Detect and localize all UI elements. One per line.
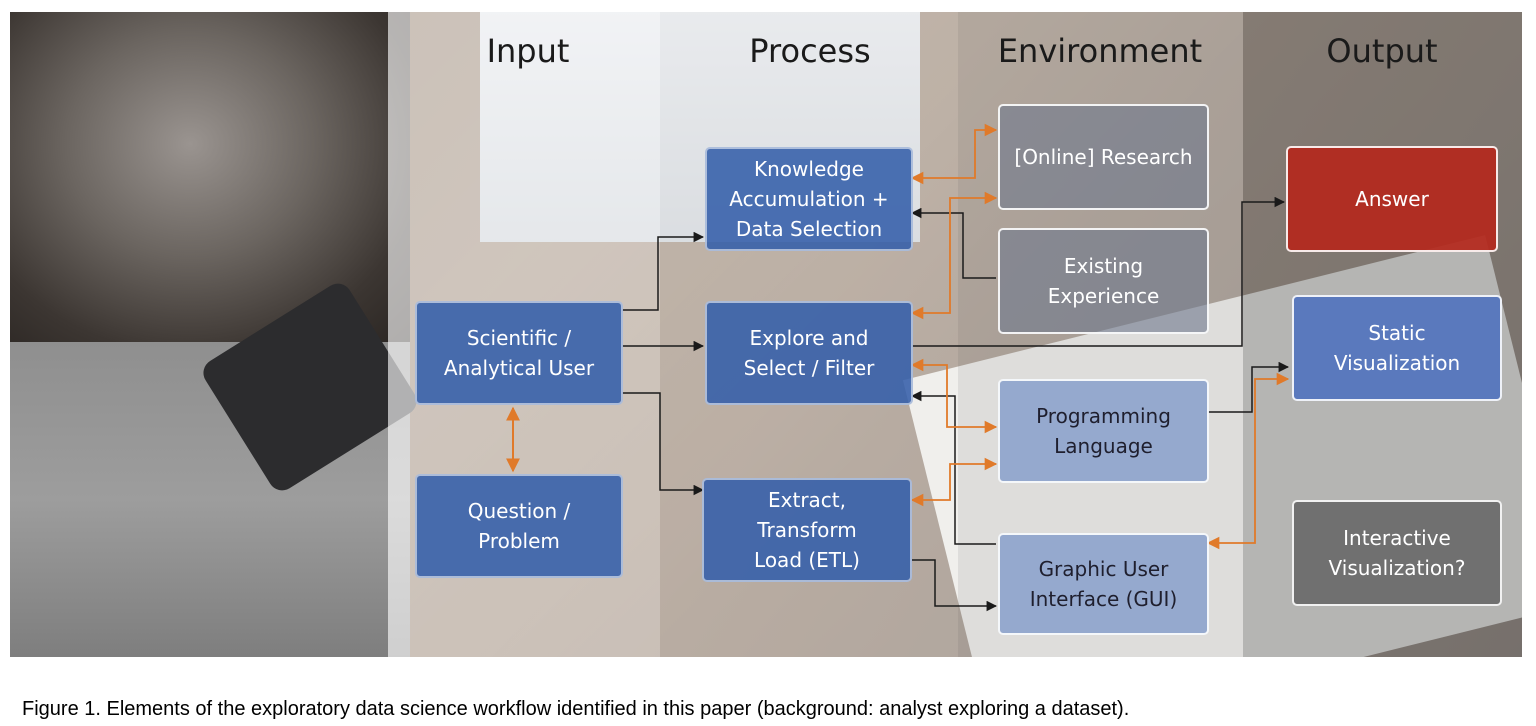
column-title-process: Process [749, 32, 871, 70]
node-etl: Extract, Transform Load (ETL) [702, 478, 912, 582]
edge-user-to-knowledge [622, 231, 705, 311]
edge-explore-research [910, 191, 998, 320]
node-programming-language: Programming Language [998, 379, 1209, 483]
node-existing-experience: Existing Experience [998, 228, 1209, 334]
edge-user-to-etl [622, 392, 705, 496]
edge-programming-to-static [1208, 361, 1290, 413]
workflow-figure: Input Process Environment Output Scienti… [10, 12, 1522, 657]
edge-etl-to-gui [912, 559, 998, 612]
edge-knowledge-research [910, 123, 998, 185]
figure-caption: Figure 1. Elements of the exploratory da… [22, 698, 1130, 720]
node-online-research: [Online] Research [998, 104, 1209, 210]
node-explore-select: Explore and Select / Filter [705, 301, 913, 405]
node-interactive-visualization: Interactive Visualization? [1292, 500, 1502, 606]
column-title-environment: Environment [997, 32, 1203, 70]
workflow-arrows [506, 123, 1290, 612]
node-gui: Graphic User Interface (GUI) [998, 533, 1209, 635]
column-title-input: Input [486, 32, 570, 70]
edge-explore-programming [910, 358, 998, 434]
node-question-problem: Question / Problem [415, 474, 623, 578]
node-static-visualization: Static Visualization [1292, 295, 1502, 401]
node-answer: Answer [1286, 146, 1498, 252]
edge-gui-static [1206, 372, 1290, 550]
column-title-output: Output [1326, 32, 1438, 70]
node-scientific-user: Scientific / Analytical User [415, 301, 623, 405]
edge-explore-to-answer [912, 196, 1286, 347]
edge-gui-to-explore [910, 390, 996, 545]
edge-experience-to-knowledge [910, 207, 996, 279]
node-knowledge-accumulation: Knowledge Accumulation + Data Selection [705, 147, 913, 251]
edge-etl-programming [910, 457, 998, 507]
